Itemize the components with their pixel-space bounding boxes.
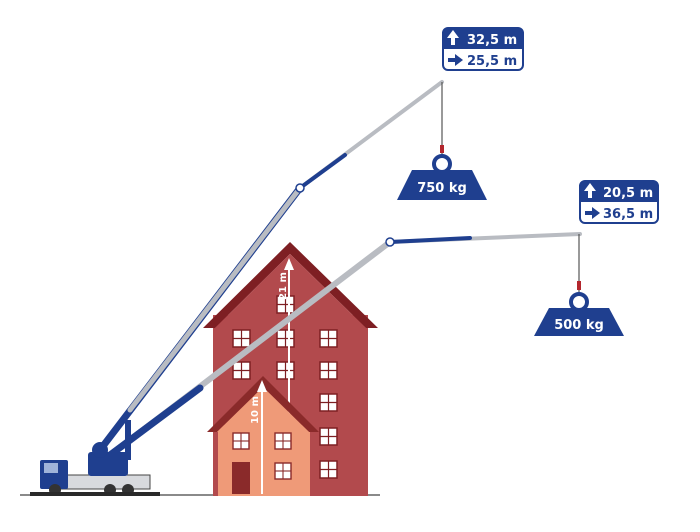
- weight-far-label: 500 kg: [554, 318, 604, 333]
- arrow-right-icon: [448, 54, 463, 66]
- crane-truck: [30, 420, 160, 496]
- small-house-window-bars: [233, 433, 291, 479]
- small-house-roof: [207, 376, 319, 432]
- small-house-height-arrow: [257, 380, 267, 494]
- boom-high: [96, 80, 444, 454]
- small-house-wall: [218, 425, 310, 496]
- small-house-height-label: 10 m: [250, 396, 261, 424]
- weight-far: 500 kg: [534, 292, 624, 336]
- large-house-roof: [203, 242, 378, 328]
- high-height-value: 32,5 m: [467, 33, 517, 48]
- small-house: 10 m: [207, 376, 319, 496]
- arrow-up-icon: [447, 30, 459, 45]
- far-height-value: 20,5 m: [603, 186, 653, 201]
- far-reach-value: 36,5 m: [603, 207, 653, 222]
- weight-icon: [534, 292, 624, 336]
- high-reach-value: 25,5 m: [467, 54, 517, 69]
- far-config-label: 20,5 m 36,5 m: [579, 180, 659, 224]
- arrow-up-icon: [584, 183, 596, 198]
- large-house-gable: [215, 254, 366, 328]
- weight-icon: [397, 154, 487, 200]
- weight-high-label: 750 kg: [417, 181, 467, 196]
- small-house-door: [232, 462, 250, 494]
- arrow-right-icon: [585, 207, 600, 219]
- large-house-height-label: 21 m: [278, 272, 289, 300]
- large-house-window-bars: [233, 296, 337, 478]
- high-config-label: 32,5 m 25,5 m: [442, 27, 524, 71]
- ground-line: [20, 494, 380, 496]
- weight-high: 750 kg: [397, 154, 487, 200]
